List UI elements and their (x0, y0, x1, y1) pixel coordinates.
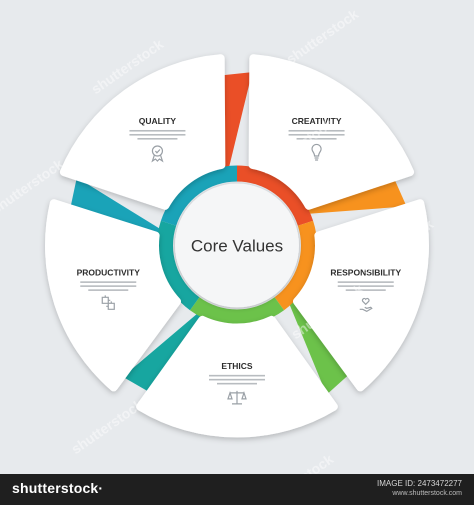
award-medal-icon (151, 145, 164, 163)
scales-icon (227, 390, 247, 405)
segment-label: RESPONSIBILITY (330, 267, 401, 277)
lightbulb-icon (311, 143, 322, 161)
body-text-line (337, 281, 394, 283)
segment-quality: QUALITY (59, 54, 226, 210)
body-text-line (217, 382, 257, 385)
body-text-line (80, 285, 137, 287)
ring-arc-creativity (237, 165, 314, 226)
ring-arc-productivity (157, 220, 200, 311)
body-text-line (80, 281, 137, 283)
center-circle (175, 183, 299, 308)
body-text-line (137, 137, 178, 140)
segment-card (292, 199, 429, 392)
segment-label: CREATIVITY (292, 116, 342, 126)
ring-arc-ethics (189, 297, 285, 326)
body-text-line (288, 129, 345, 132)
body-text-line (209, 378, 265, 381)
ring-arc-quality (160, 165, 237, 226)
ring-arc-responsibility (274, 220, 317, 311)
segment-label: QUALITY (139, 116, 177, 126)
watermark-text: shutterstock (283, 6, 361, 67)
segment-card (59, 54, 226, 210)
puzzle-icon (101, 295, 115, 310)
segment-card (248, 54, 415, 210)
center-hub: Core Values (175, 183, 299, 308)
body-text-line (288, 133, 345, 136)
image-id: IMAGE ID: 2473472277 (377, 479, 462, 488)
segment-responsibility: RESPONSIBILITY (292, 199, 429, 392)
body-text-line (88, 289, 129, 291)
segment-label: ETHICS (221, 361, 253, 371)
segment-cards: QUALITY CREATIVITY RESPONSIBILITY ETHICS PRO… (45, 54, 429, 438)
body-text-line (129, 133, 186, 136)
footer-brand: shutterstock· (12, 480, 104, 496)
body-text-line (345, 289, 386, 291)
body-text-line (296, 137, 337, 140)
watermark-text: shutterstock (68, 396, 146, 457)
footer-bar: shutterstock· IMAGE ID: 2473472277 www.s… (0, 474, 474, 505)
body-text-line (129, 129, 186, 132)
segment-ethics: ETHICS (136, 315, 338, 438)
segment-card (136, 315, 338, 438)
body-text-line (209, 374, 265, 377)
segment-productivity: PRODUCTIVITY (45, 199, 182, 392)
segment-card (45, 199, 182, 392)
segment-creativity: CREATIVITY (248, 54, 415, 210)
body-text-line (337, 285, 394, 287)
site-url: www.shutterstock.com (392, 490, 462, 497)
center-title: Core Values (191, 237, 283, 256)
hand-heart-icon (359, 297, 373, 313)
segment-label: PRODUCTIVITY (77, 267, 141, 277)
